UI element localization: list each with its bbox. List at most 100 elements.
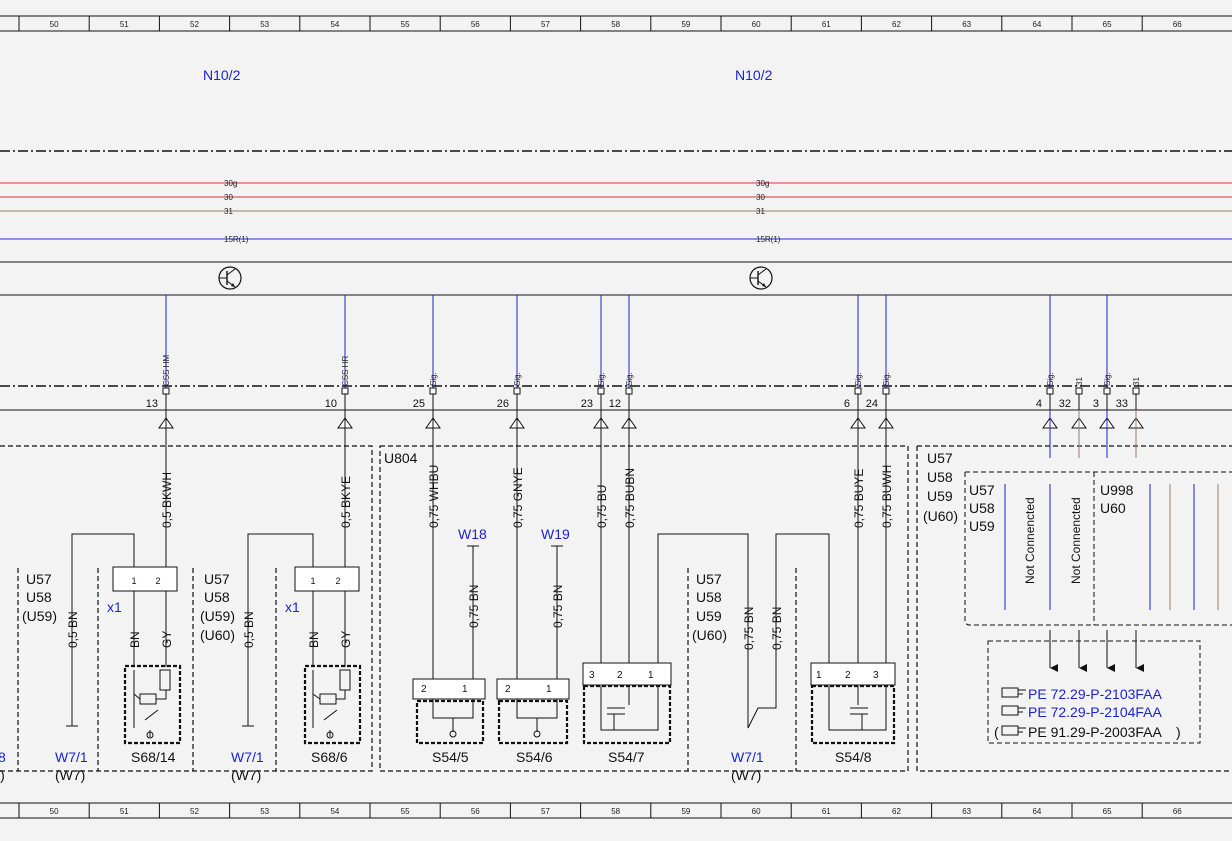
connector-pin-3: Sig.3	[1093, 295, 1115, 458]
svg-text:3: 3	[873, 670, 879, 681]
svg-text:0,75 BN: 0,75 BN	[770, 607, 784, 650]
component-s54-5: S54/5	[432, 749, 469, 765]
svg-text:0,75 BN: 0,75 BN	[742, 607, 756, 650]
svg-text:U57: U57	[927, 450, 953, 466]
reference-link-1[interactable]: PE 72.29-P-2103FAA	[1028, 686, 1163, 702]
module-label-left: N10/2	[203, 67, 241, 83]
svg-text:U58: U58	[696, 589, 722, 605]
connector-pin-25: Sig.250,75 WHBU	[413, 295, 441, 528]
svg-text:2: 2	[421, 684, 427, 695]
svg-text:(U60): (U60)	[200, 627, 235, 643]
column-number: 57	[541, 20, 550, 29]
column-number: 61	[822, 807, 831, 816]
svg-text:1: 1	[648, 670, 654, 681]
svg-text:U57: U57	[204, 571, 230, 587]
right-harness	[964, 410, 1232, 744]
connector-pin-4: Sig.4	[1036, 295, 1058, 458]
svg-text:CSS HR: CSS HR	[341, 356, 350, 386]
variant-block-b: U57 U58 (U59) (U60)	[200, 571, 235, 643]
reference-link-2[interactable]: PE 72.29-P-2104FAA	[1028, 704, 1163, 720]
svg-text:31: 31	[224, 207, 233, 216]
svg-text:26: 26	[497, 398, 509, 410]
svg-text:U59: U59	[927, 488, 953, 504]
connector-arrow-icon	[1049, 630, 1144, 672]
connector-pin-26: Sig.260,75 GNYE	[497, 295, 525, 528]
svg-text:0,75 BN: 0,75 BN	[551, 585, 565, 628]
svg-text:33: 33	[1116, 398, 1128, 410]
column-number: 56	[471, 807, 480, 816]
column-number: 58	[611, 807, 620, 816]
reference-link-3[interactable]: PE 91.29-P-2003FAA	[1028, 724, 1163, 740]
column-number: 61	[822, 20, 831, 29]
column-number: 66	[1173, 20, 1182, 29]
column-number: 59	[681, 20, 690, 29]
column-number: 66	[1173, 807, 1182, 816]
s54-7-assembly	[582, 410, 830, 745]
svg-text:1: 1	[310, 576, 315, 586]
column-number: 52	[190, 807, 199, 816]
svg-text:15R(1): 15R(1)	[756, 235, 781, 244]
svg-text:Sig.: Sig.	[597, 372, 606, 386]
hand-pointer-icon	[1001, 705, 1026, 716]
reference-list: PE 72.29-P-2103FAA PE 72.29-P-2104FAA ( …	[994, 686, 1181, 740]
svg-text:U998: U998	[1100, 482, 1134, 498]
svg-text:6: 6	[844, 398, 850, 410]
svg-text:(U60): (U60)	[692, 627, 727, 643]
column-number: 57	[541, 807, 550, 816]
x1-label: x1	[285, 599, 300, 615]
svg-text:2: 2	[335, 576, 340, 586]
component-s54-7: S54/7	[608, 749, 645, 765]
not-connected-label: Not Connencted	[1069, 497, 1083, 584]
bus-30: 30 30	[0, 193, 1232, 202]
column-number: 56	[471, 20, 480, 29]
column-number: 63	[962, 807, 971, 816]
svg-text:BN: BN	[128, 631, 142, 648]
svg-text:U58: U58	[927, 469, 953, 485]
svg-text:U57: U57	[696, 571, 722, 587]
wire-label: 0,75 BUYE	[852, 469, 866, 528]
ground-w18: W18	[458, 526, 487, 542]
column-number: 53	[260, 20, 269, 29]
svg-text:BN: BN	[307, 631, 321, 648]
bus-15r: 15R(1) 15R(1)	[0, 235, 1232, 244]
component-s68-6: S68/6	[311, 749, 348, 765]
svg-text:Sig.: Sig.	[854, 372, 863, 386]
s54-5-assembly	[412, 410, 486, 745]
column-number: 55	[401, 20, 410, 29]
svg-text:3: 3	[589, 670, 595, 681]
svg-text:0,75 BN: 0,75 BN	[467, 585, 481, 628]
svg-text:(W7): (W7)	[55, 767, 85, 783]
svg-text:12: 12	[609, 398, 621, 410]
svg-text:Sig.: Sig.	[1103, 372, 1112, 386]
connector-pin-12: Sig.120,75 BUBN	[609, 295, 637, 528]
svg-text:2: 2	[155, 576, 160, 586]
wire-label: 0,75 BU	[595, 485, 609, 528]
svg-text:U58: U58	[26, 589, 52, 605]
svg-text:31: 31	[756, 207, 765, 216]
wire-label: 0,75 BUBN	[623, 468, 637, 528]
variant-block-d: U57 U58 U59 (U60)	[923, 450, 958, 524]
svg-text:13: 13	[146, 398, 158, 410]
svg-text:U59: U59	[969, 518, 995, 534]
column-number: 58	[611, 20, 620, 29]
s68-14-assembly	[66, 410, 182, 745]
harness-boxes	[0, 445, 1232, 772]
wire-label: 0,5 BKWH	[160, 472, 174, 528]
svg-text:1: 1	[816, 670, 822, 681]
svg-text:U59: U59	[696, 608, 722, 624]
connector-pin-24: Sig.240,75 BUWH	[866, 295, 894, 528]
column-number: 60	[752, 20, 761, 29]
svg-text:30: 30	[756, 193, 765, 202]
svg-text:CSS HM: CSS HM	[162, 355, 171, 386]
svg-text:GY: GY	[339, 631, 353, 648]
column-number: 55	[401, 807, 410, 816]
svg-text:U57: U57	[26, 571, 52, 587]
svg-text:8: 8	[0, 749, 6, 765]
svg-text:Sig.: Sig.	[1046, 372, 1055, 386]
column-number: 65	[1103, 807, 1112, 816]
ground-w7-1: W7/1	[55, 749, 88, 765]
svg-text:U58: U58	[969, 500, 995, 516]
svg-text:Sig.: Sig.	[882, 372, 891, 386]
